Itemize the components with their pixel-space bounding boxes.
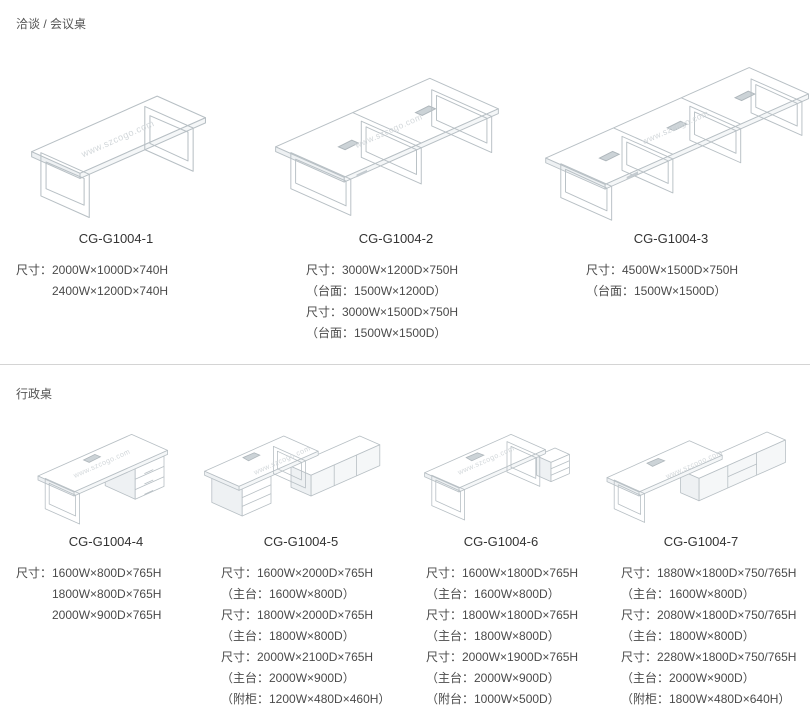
leg-right xyxy=(506,441,541,487)
spec-line: 尺寸：1600W×2000D×765H xyxy=(221,566,374,580)
spec-line: （附柜：1800W×480D×640H） xyxy=(621,692,791,706)
product-figure: www.szcogo.com xyxy=(8,50,224,225)
product-card-cg-g1004-2: www.szcogo.com CG-G1004-2 尺寸：3000W×1200D… xyxy=(274,50,586,344)
spec-line: 2400W×1200D×740H xyxy=(52,284,169,298)
credenza xyxy=(680,431,786,502)
leg-left xyxy=(613,479,645,523)
product-specs: 尺寸：1600W×2000D×765H （主台：1600W×800D） 尺寸：1… xyxy=(221,563,426,710)
product-specs: 尺寸：1600W×1800D×765H （主台：1600W×800D） 尺寸：1… xyxy=(426,563,621,710)
desk-drawing-6: www.szcogo.com xyxy=(424,434,570,521)
spec-line: （台面：1500W×1500D） xyxy=(586,284,727,298)
spec-line: 尺寸：1800W×1800D×765H xyxy=(426,608,579,622)
conference-table-drawing-2: www.szcogo.com xyxy=(274,77,499,216)
desk-drawing-4: www.szcogo.com xyxy=(37,434,168,525)
product-specs: 尺寸：4500W×1500D×750H （台面：1500W×1500D） xyxy=(586,260,800,302)
spec-line: （台面：1500W×1200D） xyxy=(306,284,447,298)
product-figure: www.szcogo.com xyxy=(603,416,799,528)
spec-line: （主台：1800W×800D） xyxy=(221,629,355,643)
cable-port xyxy=(465,452,485,462)
product-code: CG-G1004-3 xyxy=(633,231,709,246)
spec-line: 尺寸：4500W×1500D×750H xyxy=(586,263,739,277)
spec-line: （主台：1600W×800D） xyxy=(221,587,355,601)
leg-4 xyxy=(750,78,803,136)
leg-right xyxy=(430,89,492,154)
spec-line: 尺寸：1600W×1800D×765H xyxy=(426,566,579,580)
spec-line: （台面：1500W×1500D） xyxy=(306,326,447,340)
product-figure: www.szcogo.com xyxy=(415,416,587,528)
conference-table-drawing-3: www.szcogo.com xyxy=(545,67,809,221)
brand-label xyxy=(356,169,367,178)
section-title-executive: 行政桌 xyxy=(16,387,53,401)
product-specs: 尺寸：1600W×800D×765H 1800W×800D×765H 2000W… xyxy=(16,563,221,626)
spec-line: 尺寸：2280W×1800D×750/765H xyxy=(621,650,797,664)
spec-line: （附台：1000W×500D） xyxy=(426,692,560,706)
section-meeting-tables: 洽谈 / 会议桌 xyxy=(0,17,810,365)
brand-label xyxy=(626,171,639,180)
spec-line: （附柜：1200W×480D×460H） xyxy=(221,692,391,706)
spec-line: （主台：1600W×800D） xyxy=(621,587,755,601)
leg-left xyxy=(44,478,80,525)
product-figure: www.szcogo.com xyxy=(26,416,186,528)
spec-line: 尺寸：3000W×1500D×750H xyxy=(306,305,459,319)
spec-line: 1800W×800D×765H xyxy=(52,587,162,601)
leg-2 xyxy=(621,135,674,194)
product-card-cg-g1004-7: www.szcogo.com CG-G1004-7 尺寸：1880W×1800D… xyxy=(606,416,800,710)
leg-left xyxy=(289,152,351,216)
spec-line: （主台：2000W×900D） xyxy=(621,671,755,685)
product-code: CG-G1004-1 xyxy=(78,231,154,246)
product-code: CG-G1004-2 xyxy=(358,231,434,246)
leg-middle xyxy=(360,120,422,185)
product-row-2: www.szcogo.com CG-G1004-4 尺寸：1600W×800D×… xyxy=(16,416,800,710)
side-pedestal xyxy=(536,447,570,482)
return-cabinet xyxy=(290,435,381,497)
product-code: CG-G1004-4 xyxy=(68,534,144,549)
spec-line: （主台：1800W×800D） xyxy=(426,629,560,643)
leg-right xyxy=(144,105,194,172)
section-title-meeting: 洽谈 / 会议桌 xyxy=(16,17,87,31)
spec-line: （主台：2000W×900D） xyxy=(221,671,355,685)
spec-line: 尺寸：2000W×1000D×740H xyxy=(16,263,169,277)
product-figure: www.szcogo.com xyxy=(199,416,403,528)
product-card-cg-g1004-1: www.szcogo.com CG-G1004-1 尺寸：2000W×1000D… xyxy=(16,50,306,302)
product-row-1: www.szcogo.com CG-G1004-1 尺寸：2000W×1000D… xyxy=(16,50,809,344)
product-code: CG-G1004-5 xyxy=(263,534,339,549)
spec-line: 尺寸：1600W×800D×765H xyxy=(16,566,162,580)
product-figure: www.szcogo.com xyxy=(525,50,810,225)
spec-line: 2000W×900D×765H xyxy=(52,608,162,622)
spec-line: 尺寸：2000W×2100D×765H xyxy=(221,650,374,664)
cable-port xyxy=(242,452,261,462)
product-card-cg-g1004-4: www.szcogo.com CG-G1004-4 尺寸：1600W×800D×… xyxy=(16,416,221,626)
product-code: CG-G1004-6 xyxy=(463,534,539,549)
leg-1 xyxy=(560,163,613,221)
spec-line: （主台：1600W×800D） xyxy=(426,587,560,601)
product-figure: www.szcogo.com xyxy=(268,50,525,225)
spec-line: 尺寸：2080W×1800D×750/765H xyxy=(621,608,797,622)
cable-port xyxy=(82,453,102,463)
product-specs: 尺寸：2000W×1000D×740H 2400W×1200D×740H xyxy=(16,260,306,302)
spec-line: 尺寸：3000W×1200D×750H xyxy=(306,263,459,277)
conference-table-drawing-1: www.szcogo.com xyxy=(31,95,206,219)
leg-left xyxy=(40,152,90,219)
cable-ports xyxy=(598,90,756,162)
product-code: CG-G1004-7 xyxy=(663,534,739,549)
spec-line: （主台：1800W×800D） xyxy=(621,629,755,643)
spec-line: （主台：2000W×900D） xyxy=(426,671,560,685)
cable-port xyxy=(646,457,666,467)
spec-line: 尺寸：2000W×1900D×765H xyxy=(426,650,579,664)
spec-line: 尺寸：1880W×1800D×750/765H xyxy=(621,566,797,580)
product-specs: 尺寸：3000W×1200D×750H （台面：1500W×1200D） 尺寸：… xyxy=(306,260,586,344)
tabletop xyxy=(31,95,206,179)
product-card-cg-g1004-3: www.szcogo.com CG-G1004-3 尺寸：4500W×1500D… xyxy=(545,50,809,302)
cable-ports xyxy=(336,105,437,151)
section-executive-desks: 行政桌 xyxy=(0,365,810,710)
leg-right xyxy=(273,446,306,489)
leg-left xyxy=(431,474,465,521)
product-card-cg-g1004-6: www.szcogo.com CG-G1004-6 尺寸：1600W×1800D… xyxy=(424,416,621,710)
leg-3 xyxy=(689,105,742,164)
product-card-cg-g1004-5: www.szcogo.com CG-G1004-5 尺寸：1600W×2000D… xyxy=(204,416,426,710)
desk-drawing-7: www.szcogo.com xyxy=(606,431,786,523)
product-specs: 尺寸：1880W×1800D×750/765H （主台：1600W×800D） … xyxy=(621,563,800,710)
spec-line: 尺寸：1800W×2000D×765H xyxy=(221,608,374,622)
desk-drawing-5: www.szcogo.com xyxy=(204,435,381,517)
